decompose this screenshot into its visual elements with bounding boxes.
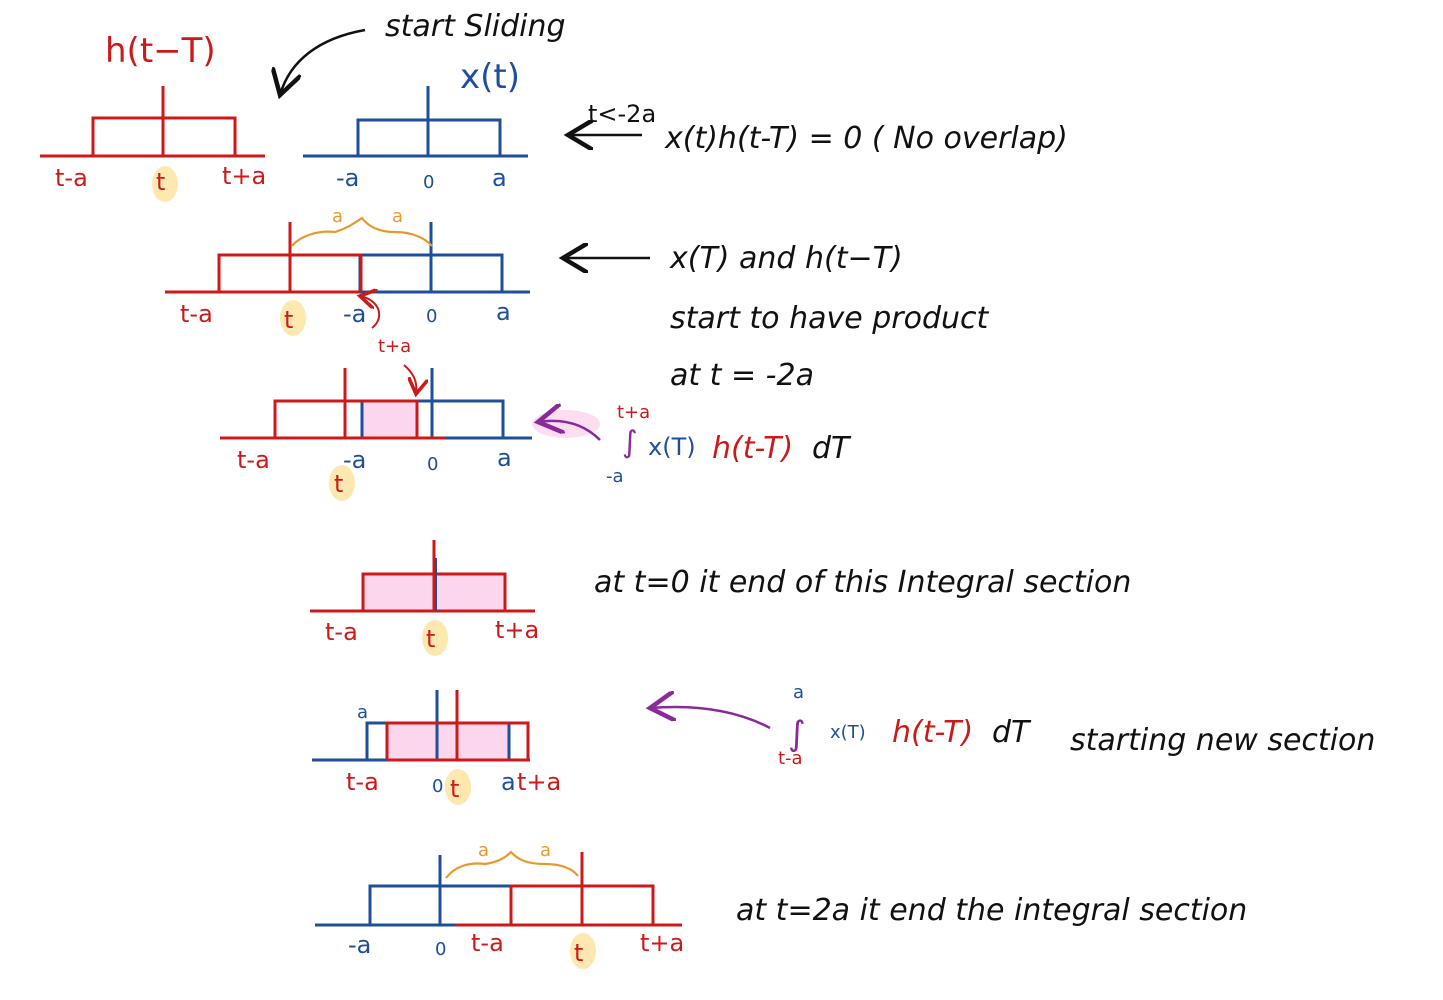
row4-tick-t-minus-a: t-a [325, 618, 358, 646]
row5-tick-zero: 0 [432, 776, 443, 797]
row6-note: at t=2a it end the integral section [736, 893, 1247, 928]
row3-integral-lower: -a [606, 466, 624, 487]
row3-t-highlight [329, 465, 355, 501]
row3-tick-t: t [334, 470, 343, 498]
row6-tick-t-minus-a: t-a [471, 929, 504, 957]
row5-tick-a-top: a [357, 702, 368, 723]
row6-tick-t-plus-a: t+a [640, 929, 684, 957]
row6-tick-t: t [574, 939, 583, 967]
row3-arrow-glow [532, 410, 600, 438]
row5-integrand-x: x(T) [830, 722, 866, 743]
row1-note: x(t)h(t-T) = 0 ( No overlap) [664, 121, 1068, 156]
row5-integral-sign: ∫ [788, 714, 806, 754]
row2-h-pulse [165, 222, 363, 294]
row6-x-pulse [315, 855, 513, 927]
row4-pulses [310, 540, 535, 613]
row4-t-highlight [422, 620, 448, 656]
row5-integral-upper: a [793, 682, 804, 703]
row5-t-highlight [445, 769, 471, 805]
row2-t-highlight [280, 300, 306, 336]
row2-note-line1: x(T) and h(t−T) [669, 241, 903, 276]
row2-note-line2: start to have product [670, 301, 989, 336]
row5-h-pulse [385, 690, 530, 762]
row2-t-plus-a-arrow [360, 296, 381, 329]
row1-tick-minus-a: -a [336, 164, 359, 192]
row6-t-highlight [570, 933, 596, 969]
row6-brace-a1: a [478, 840, 489, 861]
row3-integral-upper: t+a [617, 402, 650, 423]
row5-tick-a: a [501, 768, 516, 796]
row3-integrand-x: x(T) [648, 433, 696, 461]
row1-x-pulse [303, 86, 528, 158]
row3-overlap-fill [362, 401, 417, 438]
row4-note: at t=0 it end of this Integral section [594, 565, 1131, 600]
row3-integrand-d: dT [812, 431, 852, 466]
row5-tick-t-minus-a: t-a [346, 768, 379, 796]
row5-tick-t-plus-a: t+a [517, 768, 561, 796]
row2-x-pulse [305, 222, 530, 294]
row2-brace-a2: a [392, 206, 403, 227]
row1-tick-t-plus-a: t+a [222, 162, 266, 190]
row2-brace-a1: a [332, 206, 343, 227]
row1-tick-t-minus-a: t-a [55, 164, 88, 192]
row3-tick-minus-a: -a [343, 446, 366, 474]
row3-tick-a: a [497, 444, 512, 472]
row3-t-plus-a-arrow [403, 364, 416, 394]
row2-t-plus-a: t+a [378, 336, 411, 357]
row3-tick-t-minus-a: t-a [237, 446, 270, 474]
row3-tick-zero: 0 [427, 454, 438, 475]
row2-tick-a: a [496, 298, 511, 326]
row6-tick-zero: 0 [435, 939, 446, 960]
row6-h-pulse [455, 852, 682, 927]
row1-tick-t: t [156, 168, 165, 196]
row2-tick-t-minus-a: t-a [180, 300, 213, 328]
row5-overlap-fill [387, 723, 509, 760]
row5-purple-arrow [650, 707, 771, 730]
row1-h-pulse [40, 86, 265, 158]
row3-purple-arrow [538, 421, 601, 441]
row3-h-pulse [220, 368, 445, 440]
row5-integrand-d: dT [992, 715, 1032, 750]
row4-tick-t: t [426, 625, 435, 653]
row2-note-line3: at t = -2a [670, 358, 814, 393]
row1-condition: t<-2a [588, 100, 656, 128]
row3-integrand-h: h(t-T) [712, 431, 793, 466]
row2-tick-minus-a: -a [343, 300, 366, 328]
start-sliding-label: start Sliding [385, 9, 566, 44]
row6-brace [445, 850, 579, 879]
row4-tick-t-plus-a: t+a [495, 616, 539, 644]
row1-t-highlight [152, 166, 178, 202]
row6-tick-minus-a: -a [348, 931, 371, 959]
row5-integral-lower: t-a [778, 748, 803, 769]
row2-brace [291, 216, 433, 247]
row5-integrand-h: h(t-T) [892, 715, 973, 750]
h-title: h(t−T) [105, 31, 216, 71]
row1-tick-zero: 0 [423, 172, 434, 193]
row2-tick-zero: 0 [426, 306, 437, 327]
row5-note: starting new section [1070, 723, 1375, 758]
row6-brace-a2: a [540, 840, 551, 861]
row5-tick-t: t [450, 775, 459, 803]
row1-tick-a: a [492, 164, 507, 192]
start-sliding-arrow [280, 28, 366, 95]
x-title: x(t) [460, 57, 520, 97]
row3-integral-sign: ∫ [622, 425, 638, 460]
row2-tick-t: t [284, 306, 293, 334]
